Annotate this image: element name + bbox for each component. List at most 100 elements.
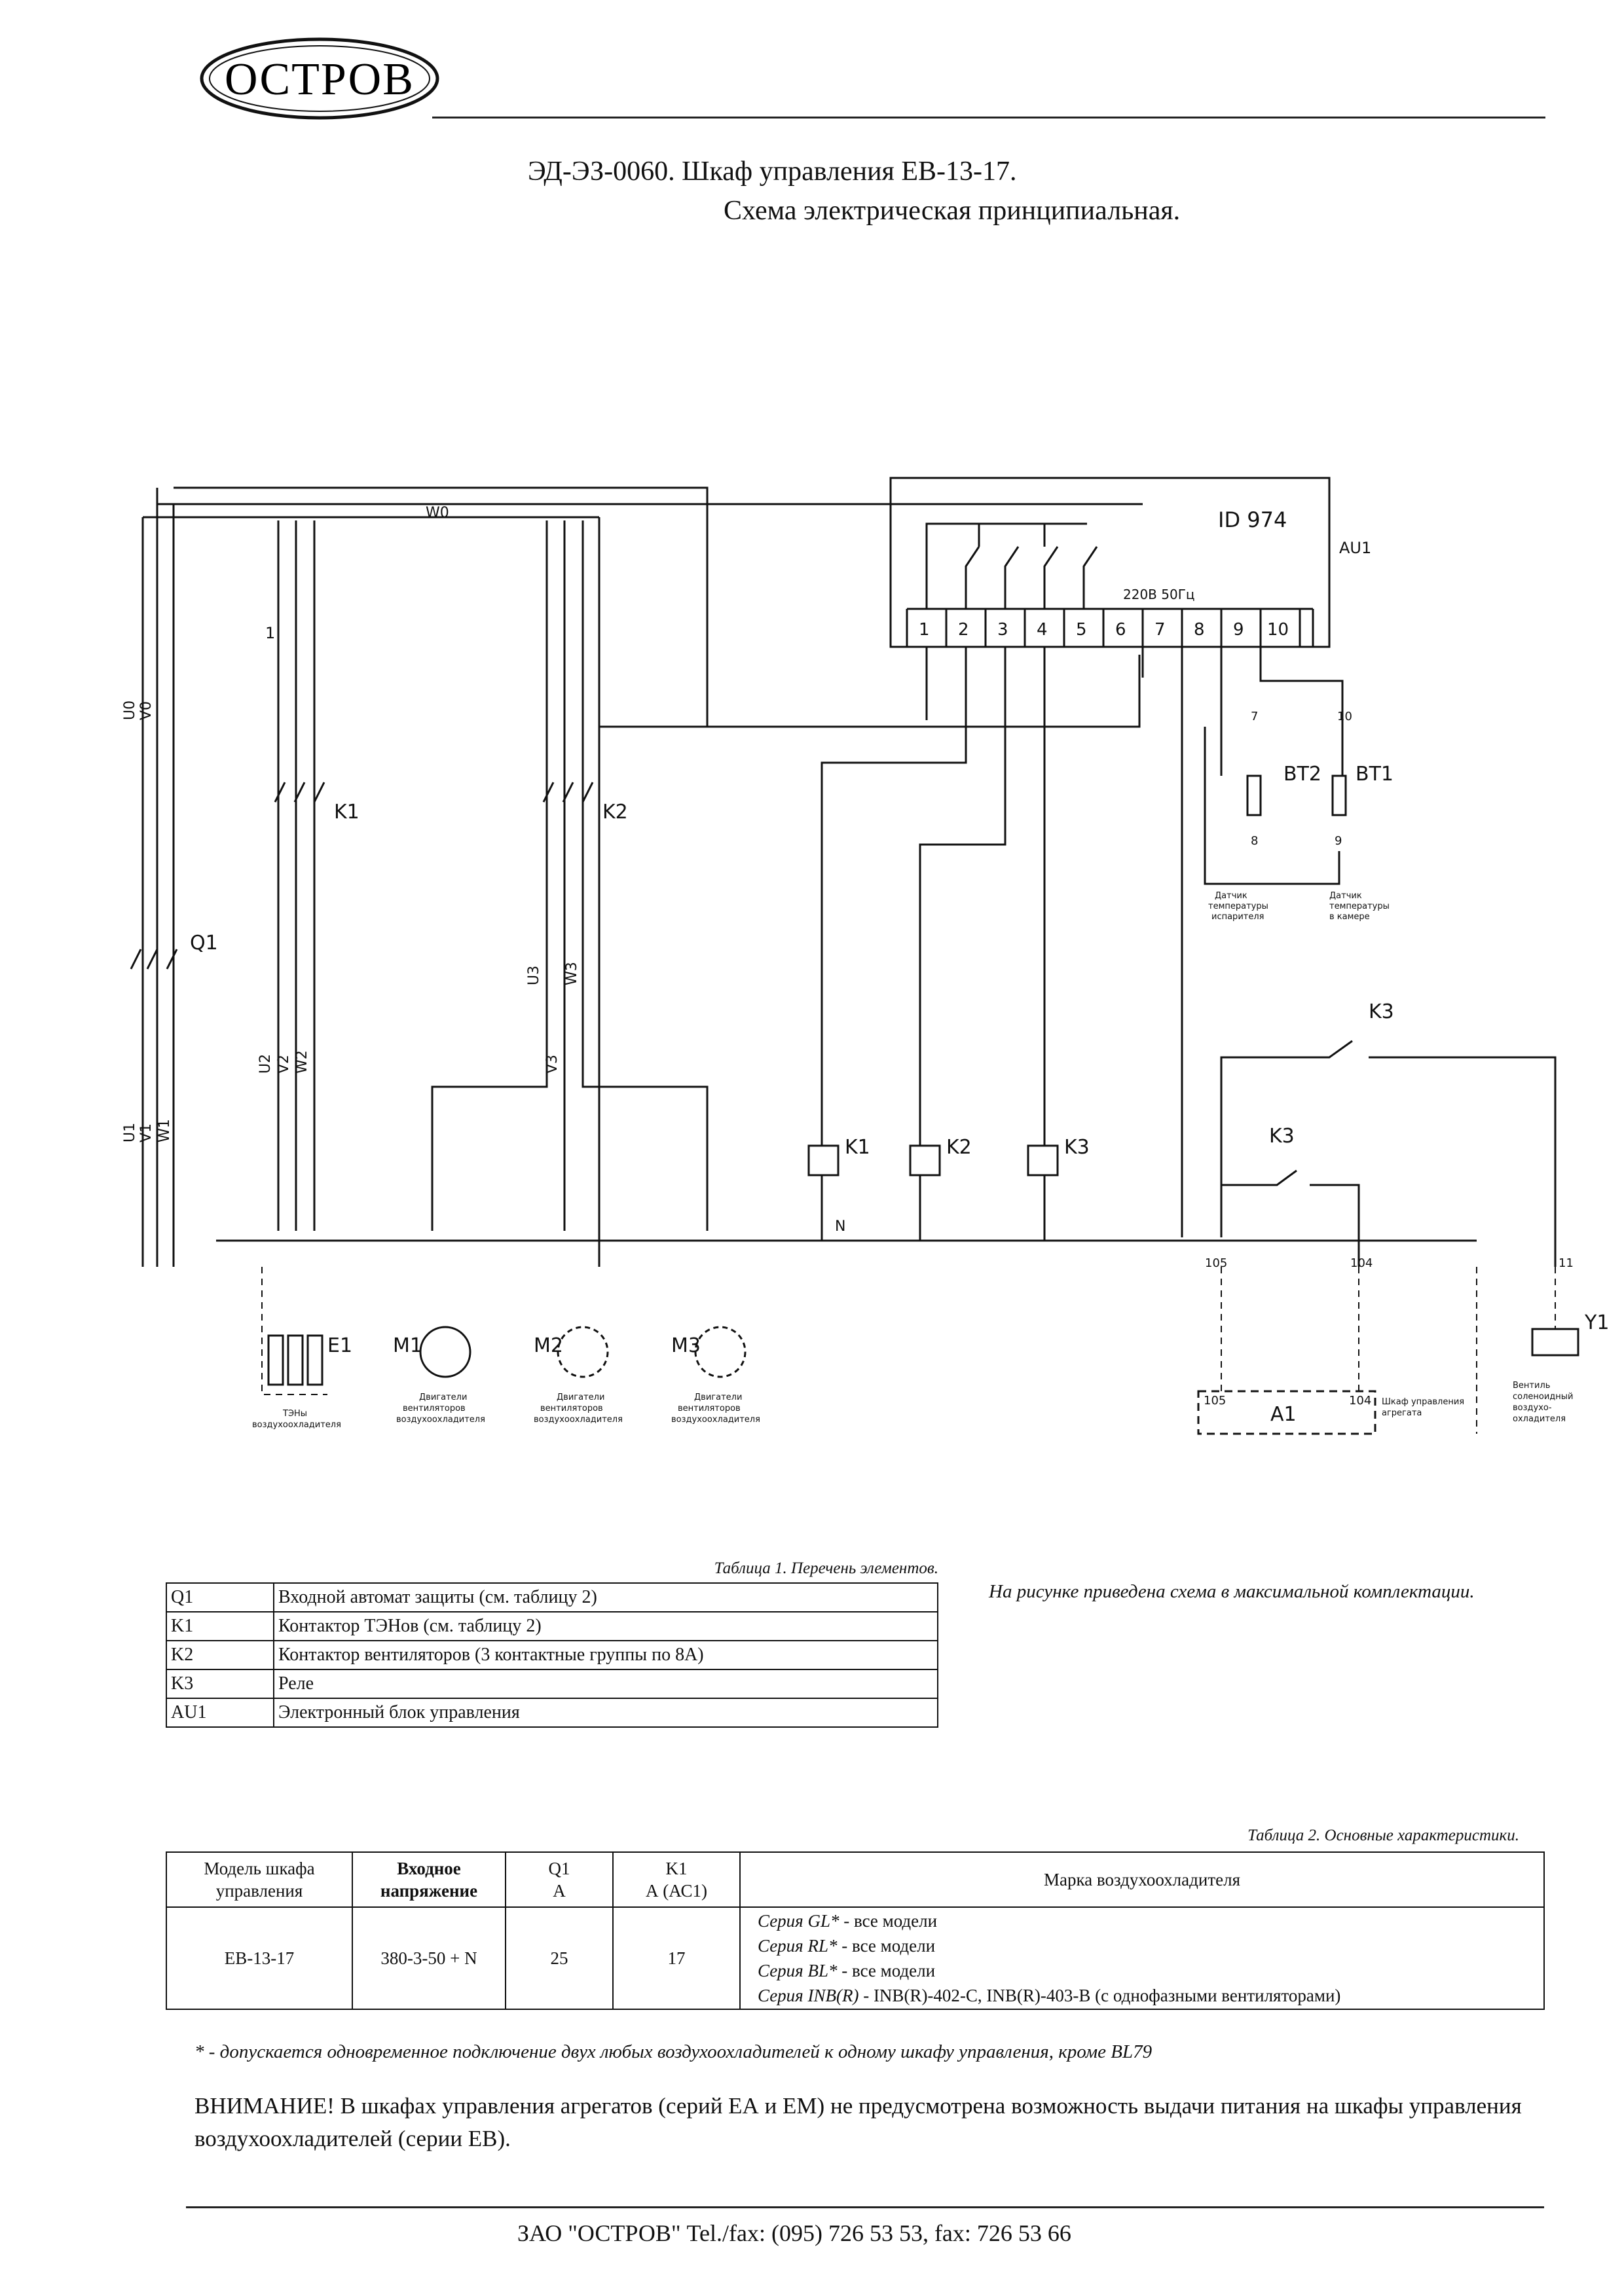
terminal-8: 8 [1251,834,1258,848]
series-name: Серия BL* [758,1961,838,1980]
controller-model: ID 974 [1218,507,1287,532]
label-k3-top: K3 [1369,1000,1394,1023]
controller-terminal-5: 5 [1076,620,1087,640]
controller-terminal-9: 9 [1233,620,1244,640]
label-k2: K2 [602,801,628,824]
controller-supply: 220В 50Гц [1123,587,1195,602]
table1-desc: Входной автомат защиты (см. таблицу 2) [273,1582,938,1613]
controller-terminal-2: 2 [958,620,969,640]
document-subtitle: Схема электрическая принципиальная. [724,196,1181,226]
terminal-104: 104 [1350,1256,1373,1270]
header-k1-name: K1 [665,1859,688,1878]
terminal-10: 10 [1337,710,1352,723]
controller-terminal-1: 1 [919,620,930,640]
terminal-105: 105 [1205,1256,1227,1270]
label-coil-k3: K3 [1064,1136,1090,1159]
header-voltage: Входное напряжение [352,1851,506,1908]
a1-terminal-104: 104 [1349,1394,1371,1408]
series-text: - все модели [837,1936,936,1956]
caption-m1-1: Двигатели [419,1393,467,1402]
table1-ref: Q1 [166,1582,274,1613]
header-brand: Марка воздухоохладителя [739,1851,1545,1908]
cell-model: ЕВ-13-17 [166,1906,353,2010]
controller-terminal-4: 4 [1037,620,1048,640]
warning-text: ВНИМАНИЕ! В шкафах управления агрегатов … [194,2093,1522,2151]
table1-ref: K3 [166,1669,274,1699]
caption-m2-1: Двигатели [557,1393,604,1402]
label-y1: Y1 [1584,1311,1609,1334]
footer-contacts: ЗАО "ОСТРОВ" Tel./fax: (095) 726 53 53, … [517,2220,1071,2246]
configuration-note: На рисунке приведена схема в максимально… [989,1581,1475,1602]
controller-terminal-7: 7 [1154,620,1166,640]
caption-m3-2: вентиляторов [678,1404,741,1413]
series-item: Серия GL* - все модели [758,1908,1543,1933]
table1-ref: K2 [166,1640,274,1670]
company-logo: ОСТРОВ [195,31,457,130]
wire-label-w1: W1 [157,1119,173,1142]
header-q1-unit: А [553,1881,566,1901]
header-rule [432,117,1545,118]
label-q1: Q1 [190,932,218,955]
wire-label-v3: V3 [544,1055,561,1074]
caption-m1-3: воздухоохладителя [396,1415,485,1425]
footer-rule [186,2206,1544,2208]
caption-sensor-room-3: в камере [1329,912,1370,922]
caption-sensor-room-1: Датчик [1329,891,1362,901]
caption-m2-3: воздухоохладителя [534,1415,623,1425]
cell-k1: 17 [612,1906,741,2010]
series-name: Серия GL* [758,1911,840,1931]
a1-terminal-105: 105 [1204,1394,1226,1408]
label-m3: M3 [671,1334,701,1357]
wire-label-v1: V1 [138,1123,155,1142]
label-k3-contact: K3 [1269,1125,1295,1148]
caption-m3-3: воздухоохладителя [671,1415,760,1425]
caption-m3-1: Двигатели [694,1393,742,1402]
caption-valve-4: охладителя [1513,1414,1566,1424]
wire-label-w0: W0 [426,505,449,521]
header-k1-unit: А (АС1) [646,1881,707,1901]
wire-label-u2: U2 [257,1054,274,1074]
label-k1: K1 [334,801,360,824]
table-row: ЕВ-13-17 380-3-50 + N 25 17 Серия GL* - … [166,1906,1545,2010]
terminal-label-1: 1 [265,624,275,642]
header-q1-name: Q1 [548,1859,570,1878]
wire-label-v0: V0 [138,701,155,720]
coil-k1 [807,1144,840,1176]
label-e1: E1 [327,1334,352,1357]
series-text: - INB(R)-402-C, INB(R)-403-B (с однофазн… [858,1986,1341,2005]
label-a1: A1 [1270,1403,1297,1426]
caption-valve-3: воздухо- [1513,1403,1552,1413]
caption-sensor-evap-3: испарителя [1211,912,1264,922]
document-title: ЭД-ЭЗ-0060. Шкаф управления ЕВ-13-17. [528,156,1017,187]
label-m2: M2 [534,1334,563,1357]
series-text: - все модели [837,1961,936,1980]
controller-terminal-3: 3 [997,620,1008,640]
controller-terminal-6: 6 [1115,620,1126,640]
table2-caption: Таблица 2. Основные характеристики. [1247,1827,1519,1844]
controller-terminal-8: 8 [1194,620,1205,640]
footnote: * - допускается одновременное подключени… [194,2041,1153,2062]
label-bt2: BT2 [1283,763,1321,786]
box-a1 [1197,1390,1376,1435]
series-name: Серия INB(R) [758,1986,859,2005]
table1-desc: Реле [273,1669,938,1699]
series-item: Серия BL* - все модели [758,1958,1543,1983]
caption-defrost-1: Шкаф управления [1382,1397,1464,1407]
label-m1: M1 [393,1334,422,1357]
header-k1: K1 А (АС1) [612,1851,741,1908]
wire-label-u3: U3 [526,966,542,985]
terminal-7: 7 [1251,710,1258,723]
cell-voltage: 380-3-50 + N [352,1906,506,2010]
coil-k3 [1027,1144,1059,1176]
table1-desc: Контактор ТЭНов (см. таблицу 2) [273,1611,938,1641]
coil-k2 [909,1144,941,1176]
table1-caption: Таблица 1. Перечень элементов. [714,1559,938,1577]
series-name: Серия RL* [758,1936,838,1956]
wire-label-u1: U1 [122,1123,138,1142]
caption-sensor-evap-1: Датчик [1215,891,1247,901]
